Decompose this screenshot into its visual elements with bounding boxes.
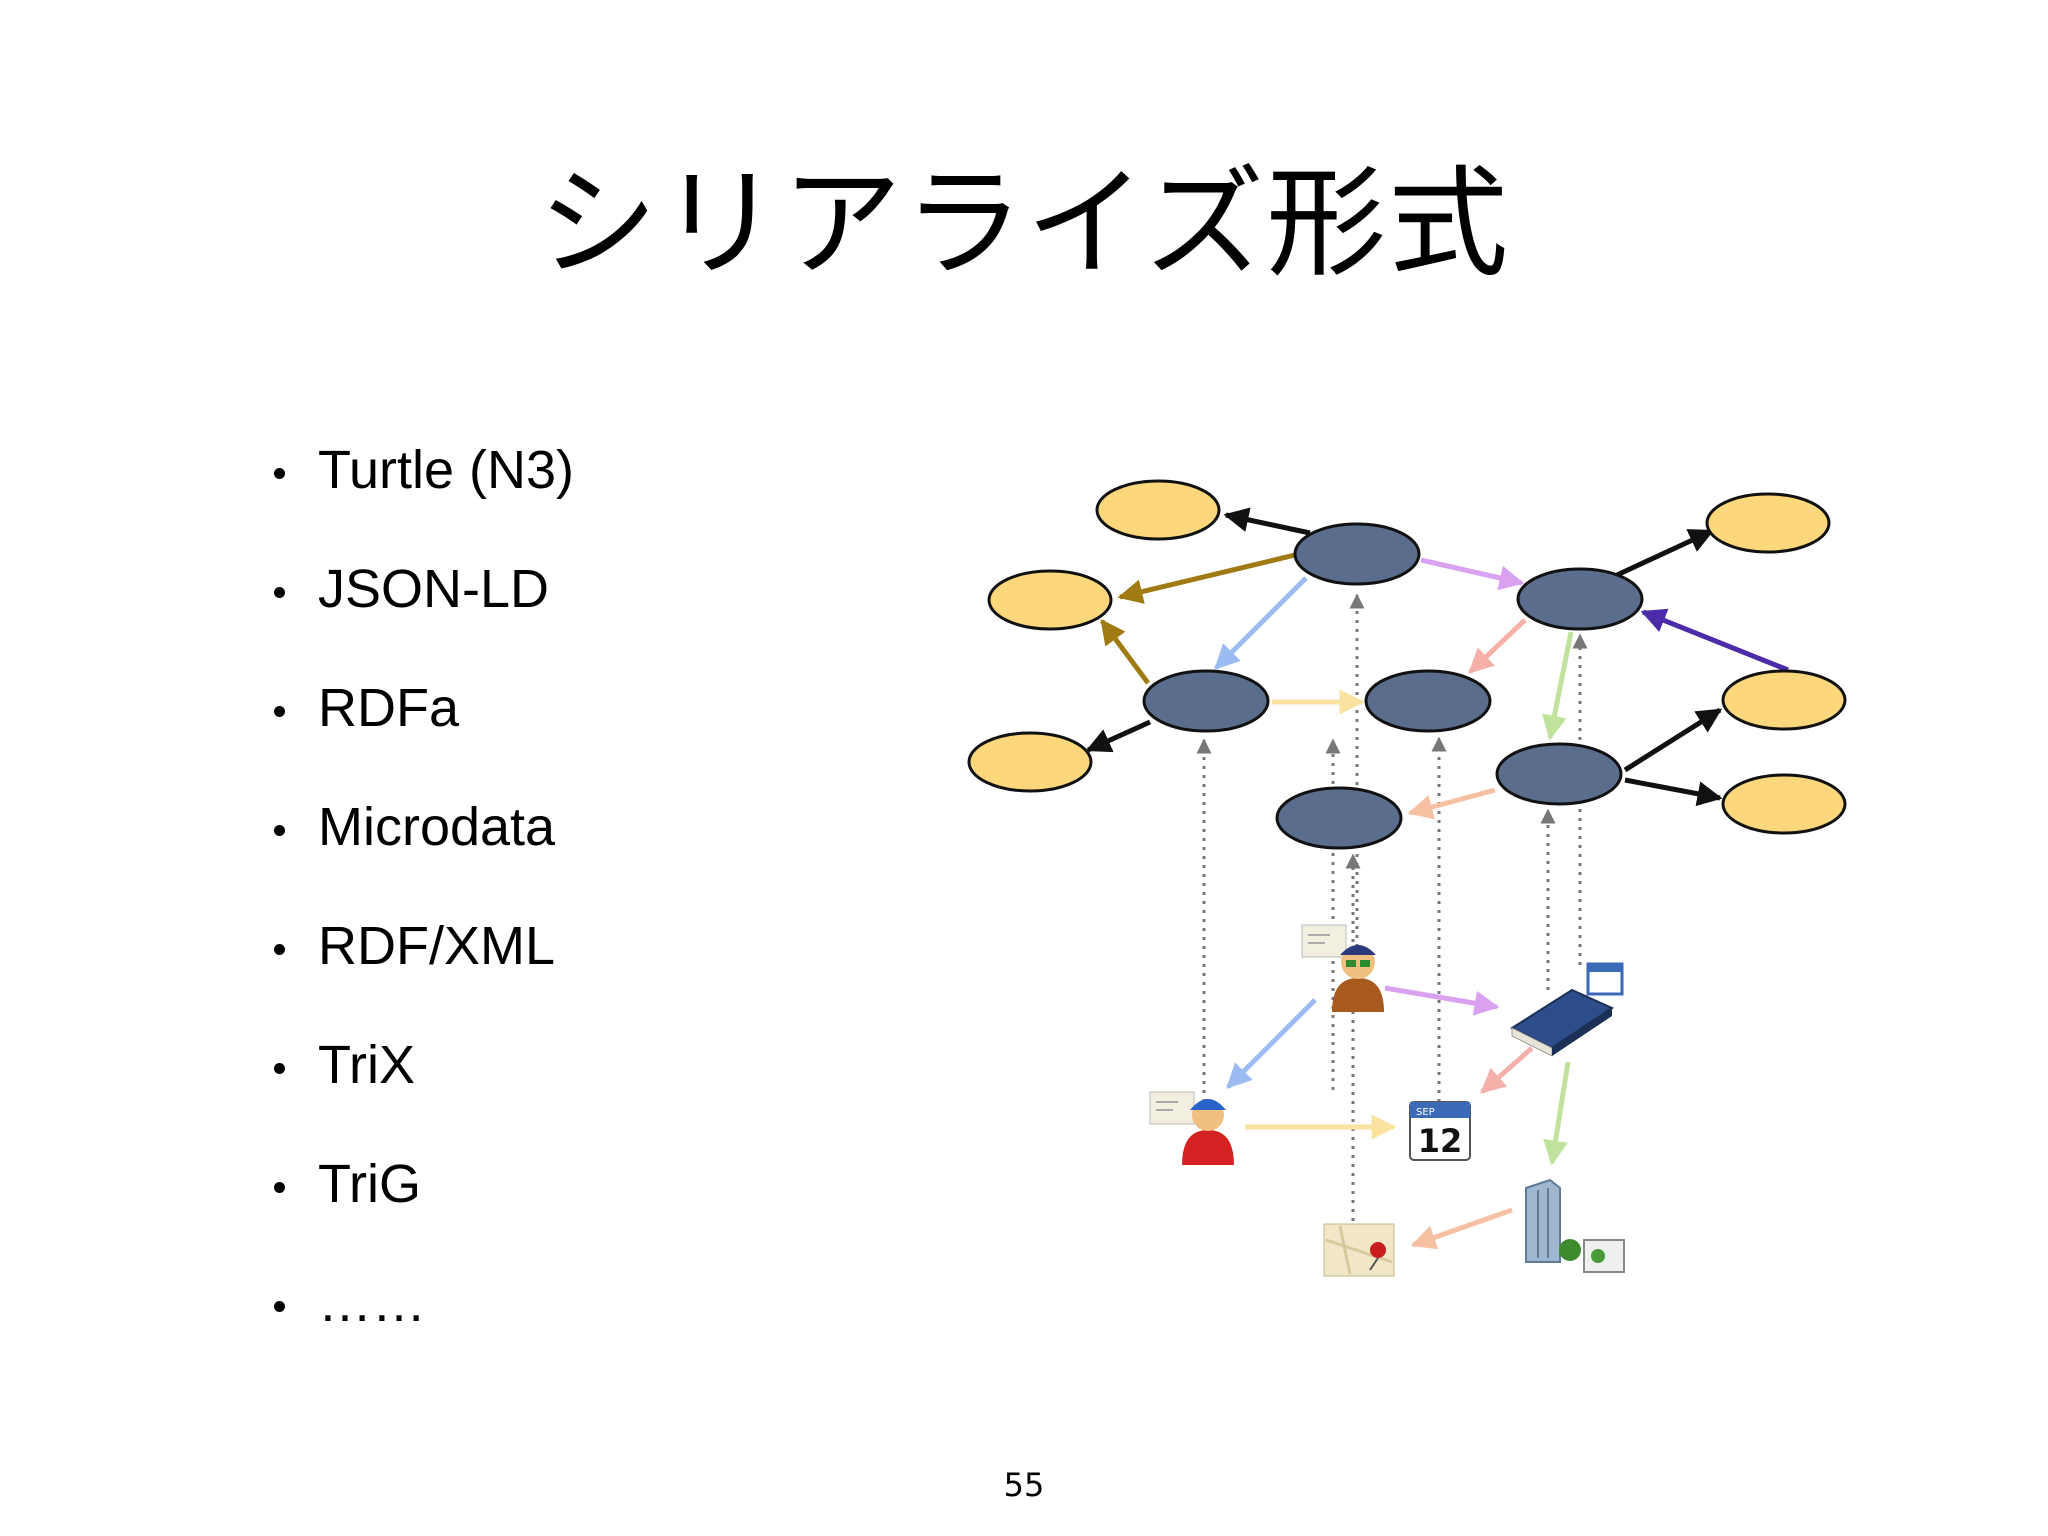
resource-node xyxy=(1142,669,1270,733)
resource-node xyxy=(1364,669,1492,733)
resource-node xyxy=(1293,522,1421,586)
literal-node xyxy=(1721,773,1847,835)
business-card-icon xyxy=(1301,924,1347,958)
literal-node xyxy=(1721,669,1847,731)
format-item-rdf-xml: RDF/XML xyxy=(266,906,574,1025)
person-icon xyxy=(1301,924,1384,1012)
literal-node xyxy=(1705,492,1831,554)
format-list: Turtle (N3) JSON-LD RDFa Microdata RDF/X… xyxy=(266,430,574,1382)
literal-node xyxy=(1095,479,1221,541)
calendar-icon: SEP 12 xyxy=(1409,1101,1471,1161)
calendar-month: SEP xyxy=(1416,1107,1435,1118)
format-item-turtle: Turtle (N3) xyxy=(266,430,574,549)
person-icon xyxy=(1149,1091,1234,1165)
book-icon xyxy=(1509,962,1624,1057)
building-icon xyxy=(1525,1178,1625,1273)
page-number: 55 xyxy=(1003,1466,1045,1504)
format-item-trix: TriX xyxy=(266,1025,574,1144)
literal-node xyxy=(987,569,1113,631)
map-icon xyxy=(1323,1223,1395,1277)
slide-title: シリアライズ形式 xyxy=(537,155,1511,294)
graph-edges xyxy=(1085,507,1789,820)
instance-edges xyxy=(1226,985,1571,1250)
format-item-rdfa: RDFa xyxy=(266,668,574,787)
format-item-microdata: Microdata xyxy=(266,787,574,906)
resource-node xyxy=(1516,567,1644,631)
format-item-trig: TriG xyxy=(266,1144,574,1263)
resource-node xyxy=(1495,742,1623,806)
literal-node xyxy=(967,731,1093,793)
format-item-ellipsis: …… xyxy=(266,1263,574,1382)
format-item-json-ld: JSON-LD xyxy=(266,549,574,668)
resource-nodes xyxy=(1142,522,1644,850)
literal-nodes xyxy=(967,479,1847,835)
resource-node xyxy=(1275,786,1403,850)
calendar-day: 12 xyxy=(1418,1122,1463,1160)
business-card-icon xyxy=(1149,1091,1195,1125)
